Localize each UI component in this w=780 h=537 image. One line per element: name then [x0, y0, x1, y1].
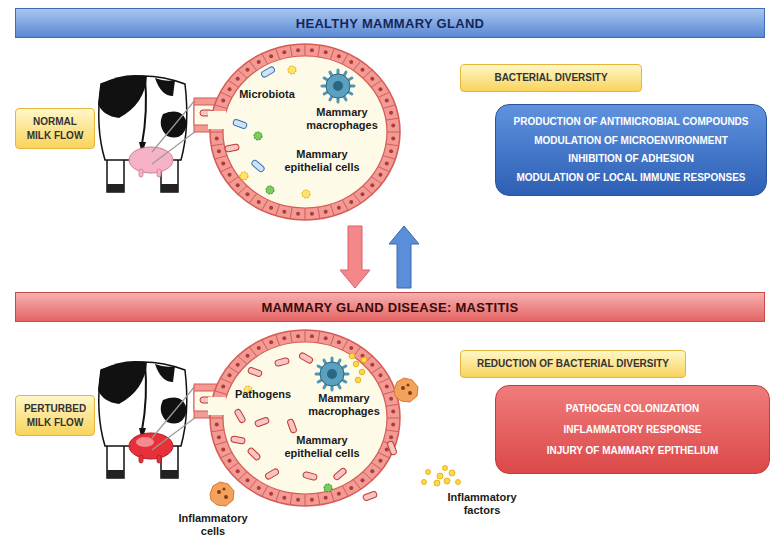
section-banner: MAMMARY GLAND DISEASE: MASTITIS: [15, 292, 765, 322]
box-text: INHIBITION OF ADHESION: [506, 150, 756, 169]
alveolus: Pathogens Mammary macrophagesMammary epit…: [210, 330, 400, 506]
label-box: REDUCTION OF BACTERIAL DIVERSITY: [460, 350, 686, 378]
box-text: BACTERIAL DIVERSITY: [467, 71, 635, 85]
alveolus-drawing: [210, 44, 400, 220]
alveolus: MicrobiotaMammary macrophagesMammary epi…: [210, 44, 400, 220]
box-text: INJURY OF MAMMARY EPITHELIUM: [506, 440, 759, 461]
cow-illustration: [98, 361, 187, 478]
box-text: MODULATION OF LOCAL IMMUNE RESPONSES: [506, 169, 756, 188]
box-text: PATHOGEN COLONIZATION: [506, 398, 759, 419]
part-label: Mammary epithelial cells: [272, 434, 372, 460]
box-text: HEALTHY MAMMARY GLAND: [296, 16, 485, 31]
label-box: BACTERIAL DIVERSITY: [460, 64, 642, 92]
box-text: MAMMARY GLAND DISEASE: MASTITIS: [261, 300, 518, 315]
part-label: Mammary macrophages: [302, 392, 386, 418]
box-text: NORMAL MILK FLOW: [22, 115, 88, 142]
callout-label: Inflammatory factors: [432, 491, 532, 517]
part-label: Mammary epithelial cells: [272, 148, 372, 174]
box-text: INFLAMMATORY RESPONSE: [506, 419, 759, 440]
transition-arrow: [340, 226, 370, 288]
zoom-lines: [152, 99, 196, 450]
box-text: REDUCTION OF BACTERIAL DIVERSITY: [467, 357, 679, 371]
box-text: PERTURBED MILK FLOW: [22, 402, 88, 429]
transition-arrow: [389, 226, 419, 288]
effect-box: PATHOGEN COLONIZATIONINFLAMMATORY RESPON…: [495, 385, 770, 474]
label-box: PERTURBED MILK FLOW: [15, 395, 95, 436]
section-banner: HEALTHY MAMMARY GLAND: [15, 8, 765, 38]
alveolus-drawing: [210, 330, 400, 506]
function-box: PRODUCTION OF ANTIMICROBIAL COMPOUNDSMOD…: [495, 104, 767, 196]
inflammatory-factors: [422, 466, 461, 487]
cow-illustration: [98, 75, 187, 192]
box-text: MODULATION OF MICROENVIRONMENT: [506, 132, 756, 151]
callout-label: Inflammatory cells: [168, 512, 258, 537]
label-box: NORMAL MILK FLOW: [15, 108, 95, 149]
part-label: Microbiota: [232, 88, 302, 101]
part-label: Mammary macrophages: [300, 106, 384, 132]
box-text: PRODUCTION OF ANTIMICROBIAL COMPOUNDS: [506, 113, 756, 132]
part-label: Pathogens: [230, 388, 296, 401]
